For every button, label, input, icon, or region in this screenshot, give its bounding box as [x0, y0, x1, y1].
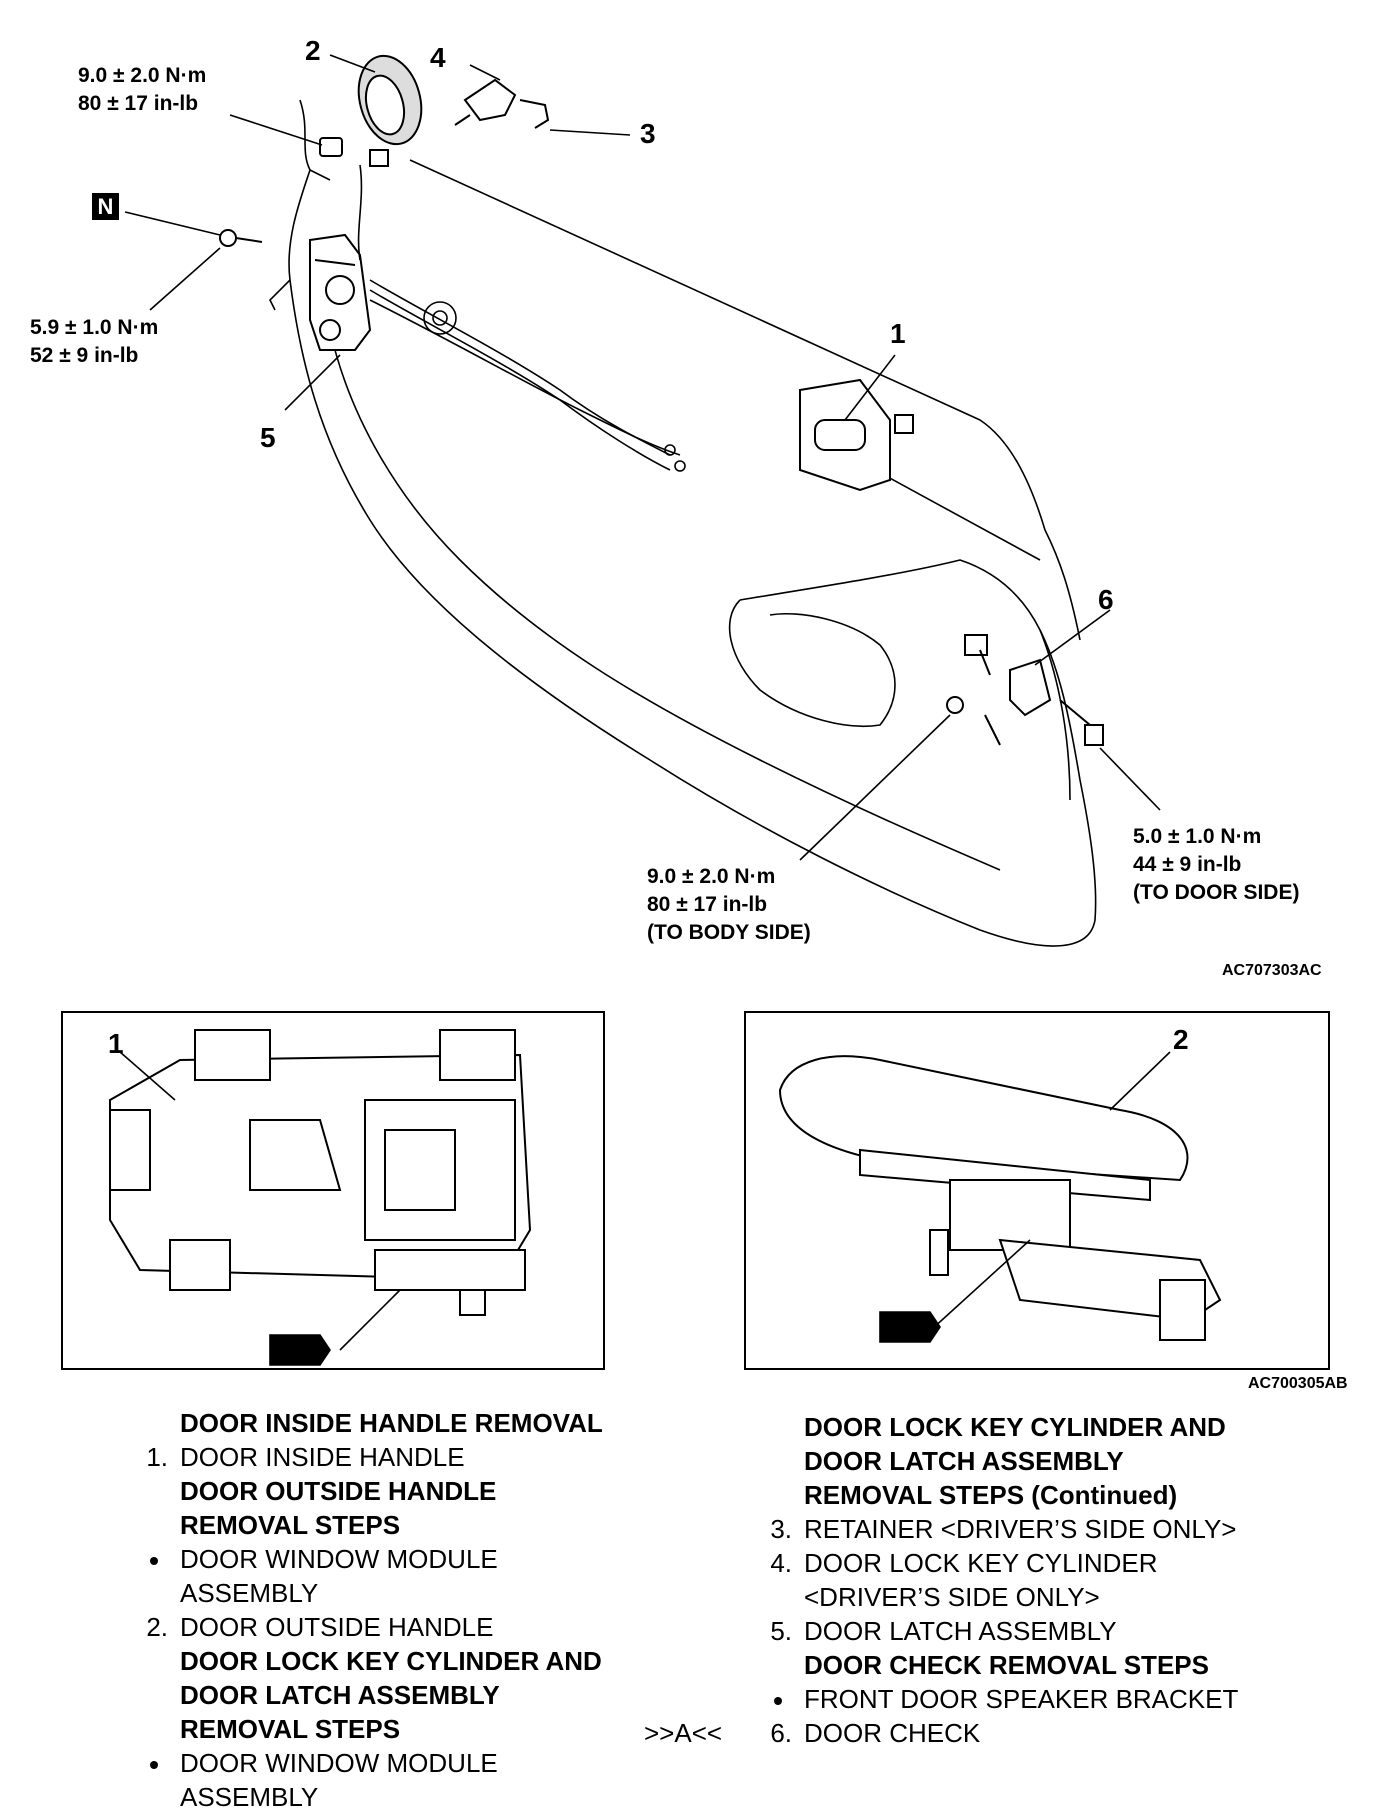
step-key-cylinder: DOOR LOCK KEY CYLINDER	[804, 1548, 1158, 1578]
inset1-callout: 1	[108, 1028, 124, 1059]
steps-left-column: DOOR INSIDE HANDLE REMOVAL 1. DOOR INSIDE…	[108, 1406, 668, 1814]
steps-right-column: DOOR LOCK KEY CYLINDER AND DOOR LATCH AS…	[644, 1410, 1372, 1750]
torque-door-check-door: 5.0 ± 1.0 N·m 44 ± 9 in-lb (TO DOOR SIDE…	[1133, 823, 1299, 907]
service-point-ref: >>A<<	[644, 1718, 723, 1748]
heading-key-cylinder-cont-3: REMOVAL STEPS (Continued)	[804, 1480, 1178, 1510]
callout-1: 1	[890, 318, 906, 349]
torque-inlb: 80 ± 17 in-lb	[647, 893, 768, 916]
step-speaker-bracket: FRONT DOOR SPEAKER BRACKET	[804, 1684, 1239, 1714]
step-number: 5.	[770, 1616, 792, 1646]
callout-2: 2	[305, 35, 321, 66]
step-retainer: RETAINER <DRIVER’S SIDE ONLY>	[804, 1514, 1237, 1544]
heading-key-cylinder-cont-2: DOOR LATCH ASSEMBLY	[804, 1446, 1124, 1476]
bullet-icon	[774, 1697, 782, 1705]
step-number: 4.	[770, 1548, 792, 1578]
torque-door-check-body: 9.0 ± 2.0 N·m 80 ± 17 in-lb (TO BODY SID…	[647, 863, 811, 947]
heading-key-cylinder-3: REMOVAL STEPS	[180, 1714, 401, 1744]
torque-nm: 9.0 ± 2.0 N·m	[647, 865, 776, 888]
heading-outside-handle: DOOR OUTSIDE HANDLE	[180, 1476, 497, 1506]
heading-key-cylinder-2: DOOR LATCH ASSEMBLY	[180, 1680, 500, 1710]
torque-inlb: 52 ± 9 in-lb	[30, 344, 139, 367]
heading-key-cylinder: DOOR LOCK KEY CYLINDER AND	[180, 1646, 602, 1676]
step-number: 3.	[770, 1514, 792, 1544]
step-door-check: DOOR CHECK	[804, 1718, 981, 1748]
torque-side: (TO DOOR SIDE)	[1133, 881, 1300, 904]
heading-door-check: DOOR CHECK REMOVAL STEPS	[804, 1650, 1209, 1680]
callout-4: 4	[430, 42, 446, 73]
torque-outside-handle-bolt: 9.0 ± 2.0 N·m 80 ± 17 in-lb	[78, 62, 206, 118]
step-window-module-2: ASSEMBLY	[180, 1578, 319, 1608]
torque-nm: 5.9 ± 1.0 N·m	[30, 316, 159, 339]
bullet-icon	[150, 1557, 158, 1565]
heading-outside-handle-2: REMOVAL STEPS	[180, 1510, 401, 1540]
diagram-code-inset: AC700305AB	[1248, 1375, 1348, 1392]
torque-nm: 5.0 ± 1.0 N·m	[1133, 825, 1262, 848]
callout-3: 3	[640, 118, 656, 149]
heading-inside-handle: DOOR INSIDE HANDLE REMOVAL	[180, 1408, 603, 1438]
step-window-module-b: DOOR WINDOW MODULE	[180, 1748, 498, 1778]
step-key-cylinder-2: <DRIVER’S SIDE ONLY>	[804, 1582, 1100, 1612]
callout-5: 5	[260, 422, 276, 453]
torque-side: (TO BODY SIDE)	[647, 921, 811, 944]
step-outside-handle: DOOR OUTSIDE HANDLE	[180, 1612, 494, 1642]
bullet-icon	[150, 1761, 158, 1769]
step-latch-assembly: DOOR LATCH ASSEMBLY	[804, 1616, 1117, 1646]
heading-key-cylinder-cont: DOOR LOCK KEY CYLINDER AND	[804, 1412, 1226, 1442]
step-window-module: DOOR WINDOW MODULE	[180, 1544, 498, 1574]
step-window-module-b-2: ASSEMBLY	[180, 1782, 319, 1812]
torque-inlb: 44 ± 9 in-lb	[1133, 853, 1242, 876]
torque-inlb: 80 ± 17 in-lb	[78, 92, 199, 115]
step-inside-handle: DOOR INSIDE HANDLE	[180, 1442, 465, 1472]
step-number: 2.	[146, 1612, 168, 1642]
new-part-badge: N	[92, 193, 119, 220]
step-number: 1.	[146, 1442, 168, 1472]
diagram-code-main: AC707303AC	[1222, 962, 1322, 979]
torque-nm: 9.0 ± 2.0 N·m	[78, 64, 207, 87]
torque-latch-bolt: 5.9 ± 1.0 N·m 52 ± 9 in-lb	[30, 314, 158, 370]
inset2-callout: 2	[1173, 1024, 1189, 1055]
step-number: 6.	[770, 1718, 792, 1748]
callout-6: 6	[1098, 584, 1114, 615]
